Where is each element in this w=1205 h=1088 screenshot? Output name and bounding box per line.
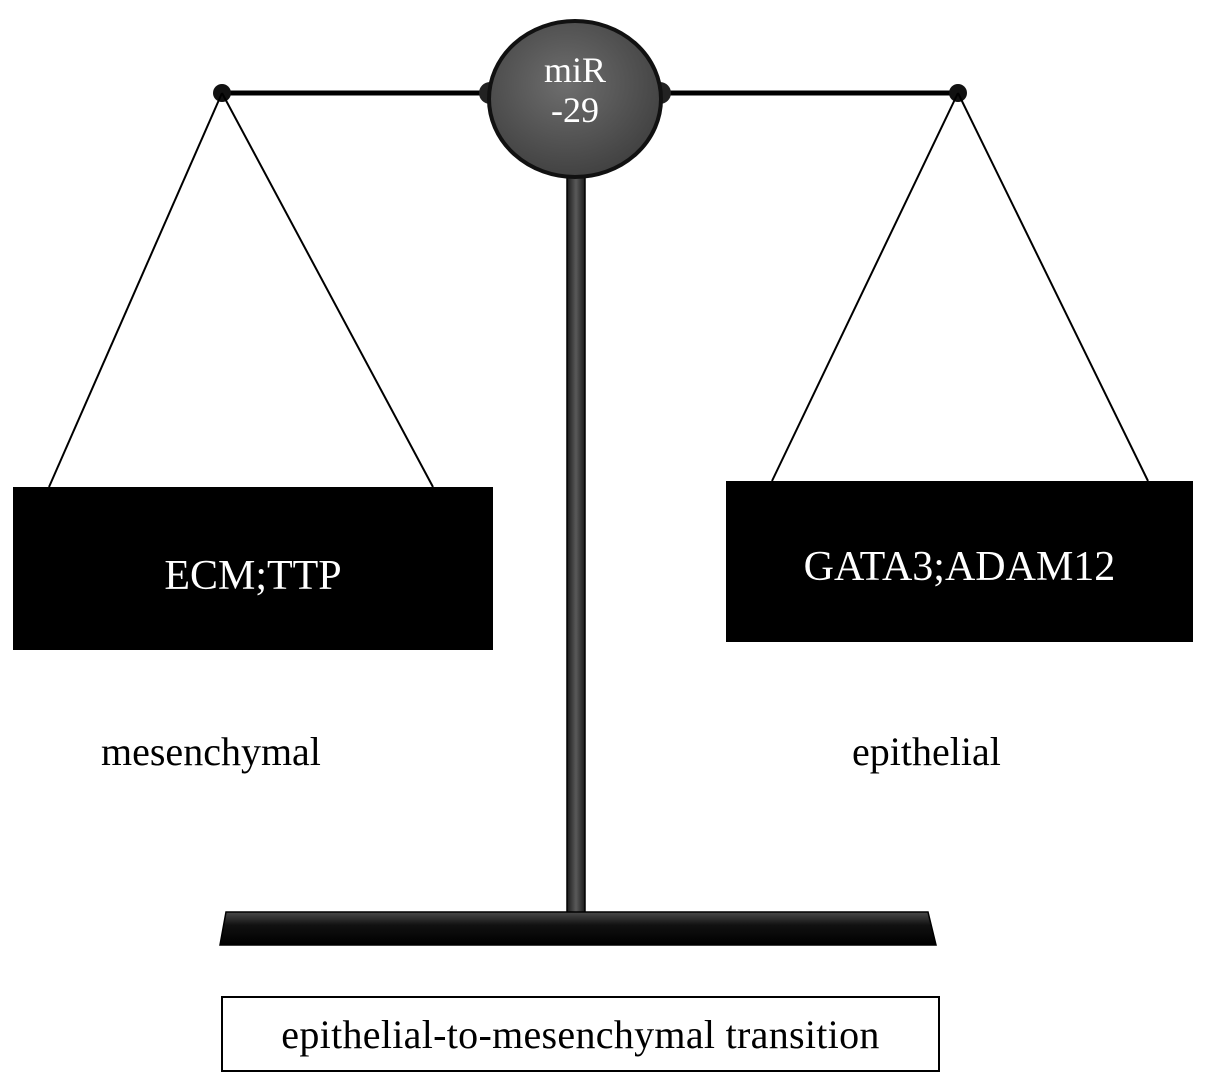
scale-post (566, 164, 586, 918)
left-string-2 (221, 92, 434, 488)
hub-label: miR -29 (515, 50, 635, 130)
mir-29-hub (487, 19, 663, 179)
right-string-2 (957, 92, 1149, 482)
right-pan (726, 481, 1193, 642)
left-string-1 (48, 92, 223, 488)
right-string-1 (771, 92, 959, 482)
left-pan (13, 487, 493, 650)
caption-text: epithelial-to-mesenchymal transition (281, 1011, 880, 1057)
scale-base (219, 911, 937, 946)
hub-label-line2: -29 (551, 90, 599, 130)
hub-label-line1: miR (543, 50, 606, 90)
right-pan-label: GATA3;ADAM12 (803, 544, 1116, 590)
epithelial-label: epithelial (852, 729, 1001, 774)
caption-box: epithelial-to-mesenchymal transition (221, 996, 940, 1072)
left-pan-label: ECM;TTP (164, 553, 342, 599)
mesenchymal-label: mesenchymal (101, 729, 321, 774)
